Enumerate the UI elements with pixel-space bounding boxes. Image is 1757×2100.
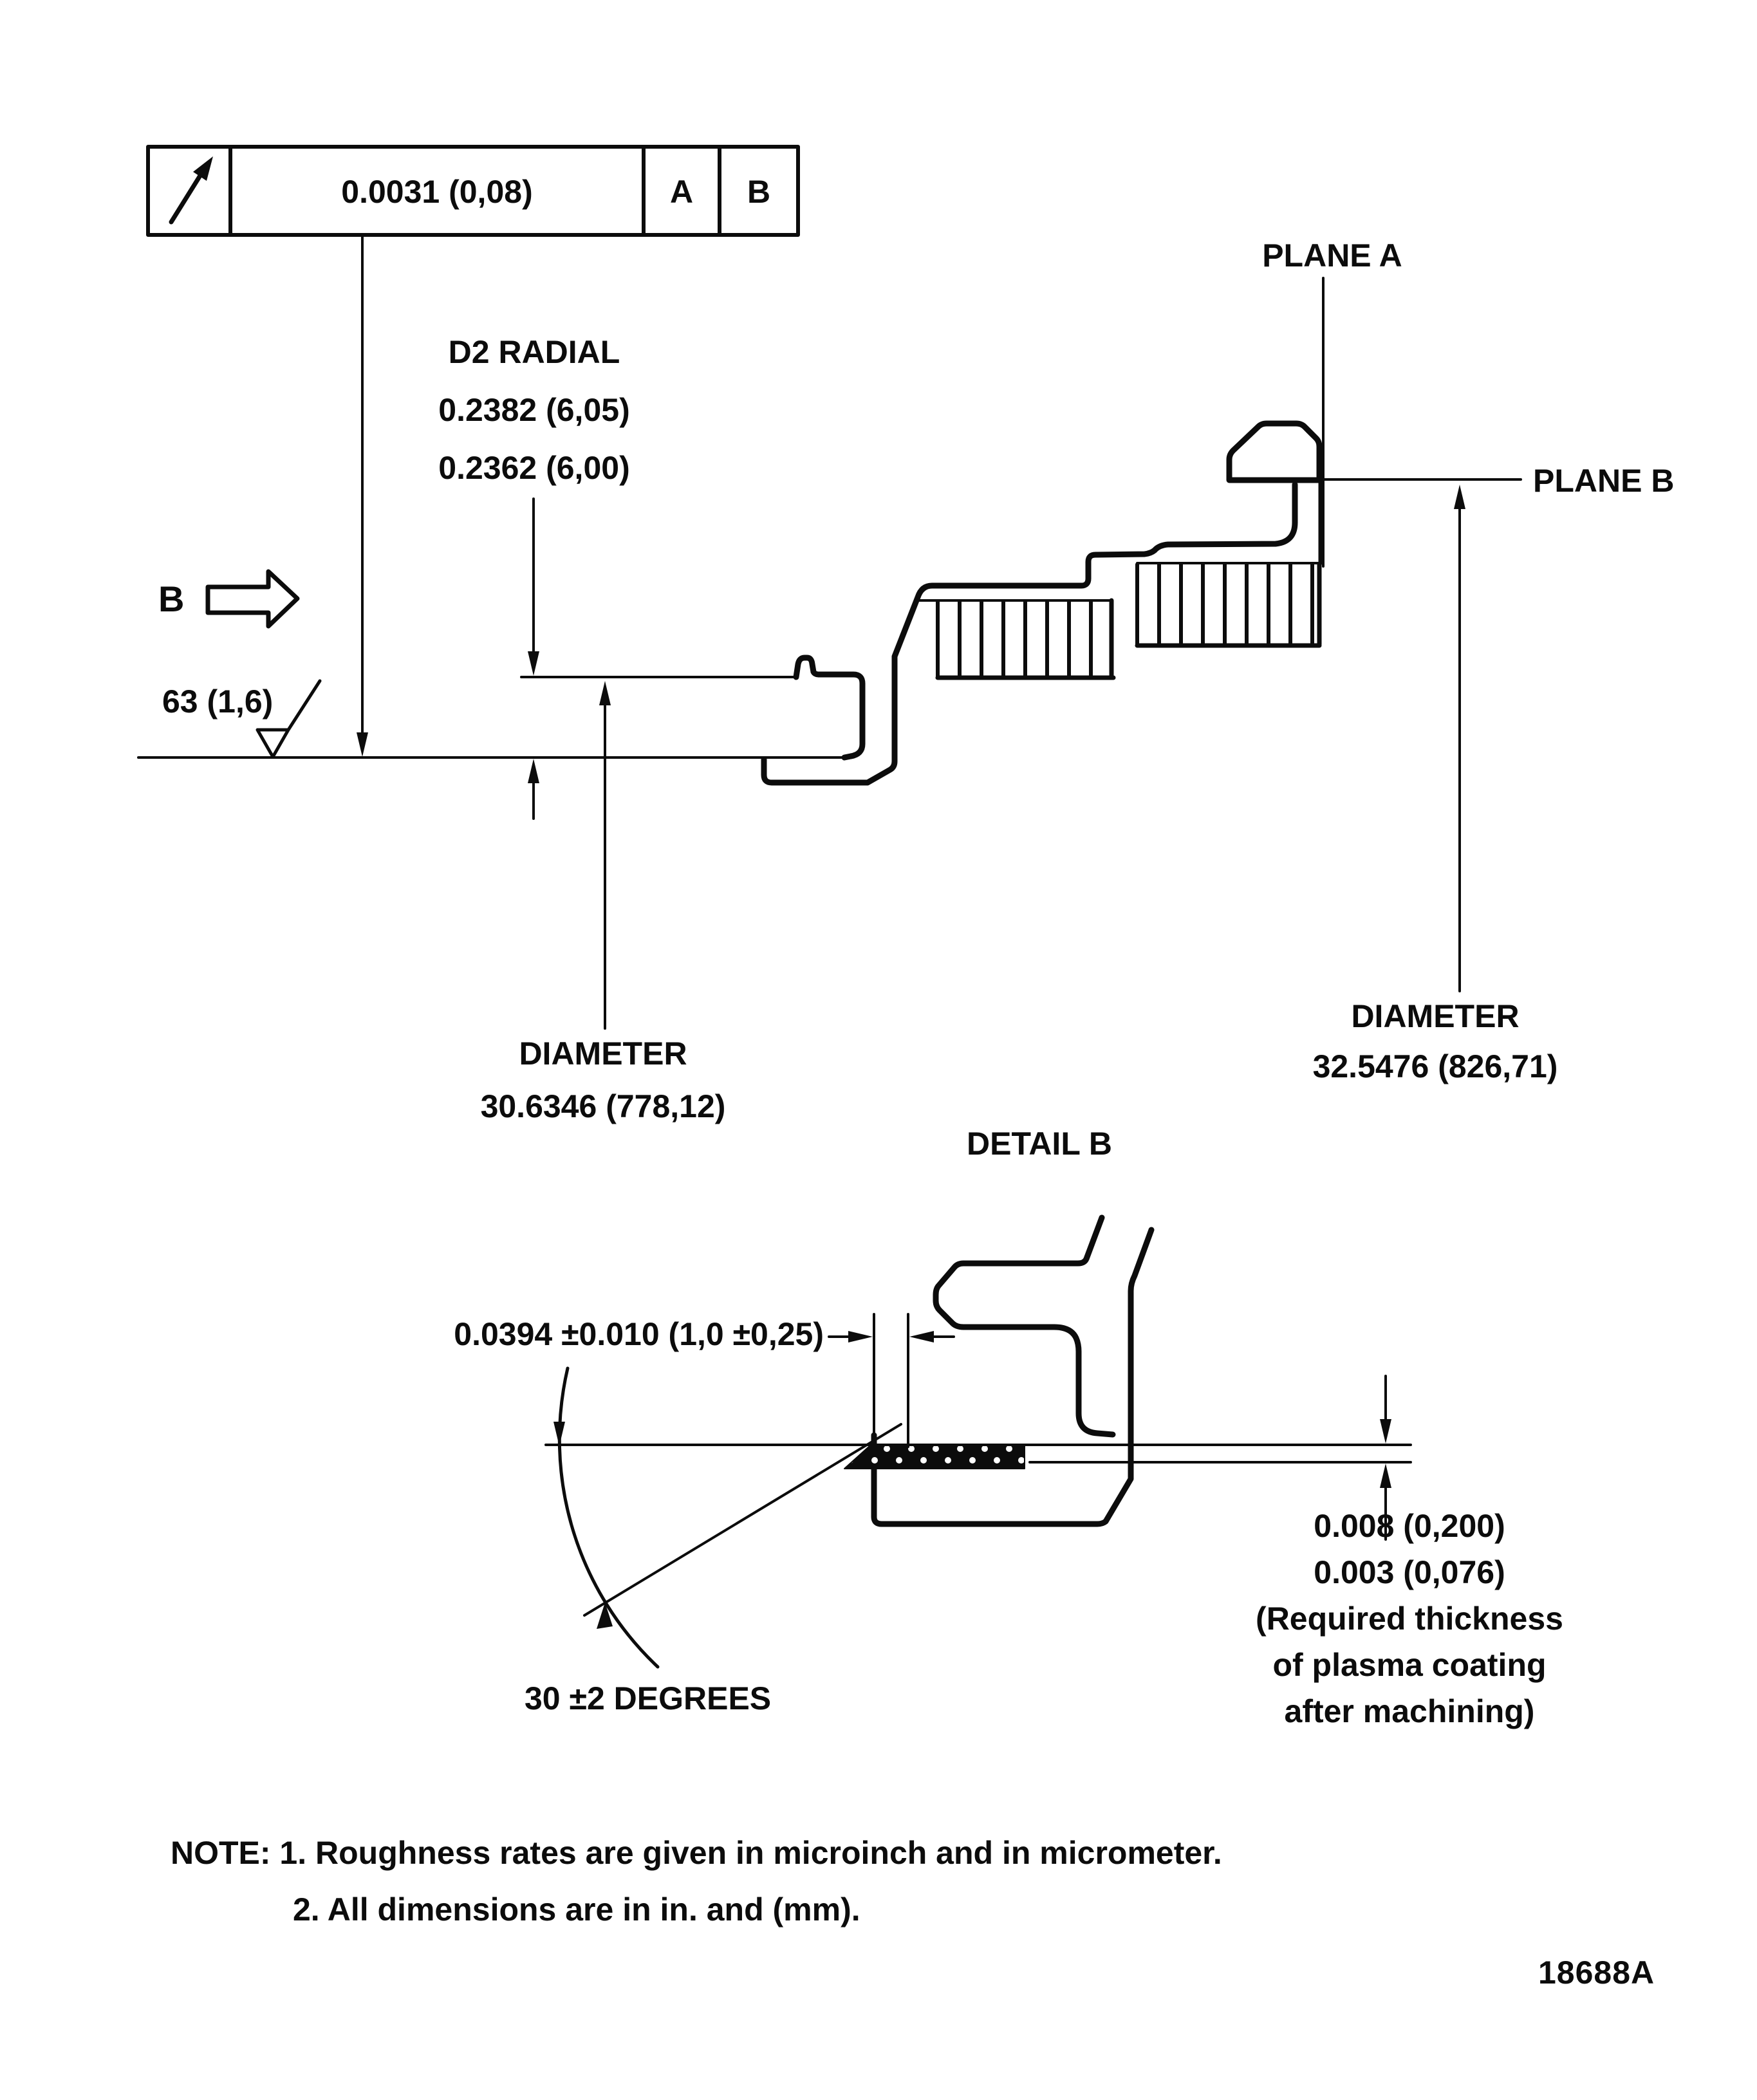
d2-radial-callout: D2 RADIAL 0.2382 (6,05) 0.2362 (6,00) (412, 323, 656, 497)
fcf-datum-a: A (669, 174, 694, 210)
coating-thickness-callout: 0.008 (0,200) 0.003 (0,076) (Required th… (1239, 1503, 1580, 1734)
diameter-outer-leader (1454, 485, 1465, 992)
surface-roughness-icon (256, 679, 322, 759)
fcf-datum-b: B (747, 174, 771, 210)
diameter-inner-value: 30.6346 (778,12) (480, 1088, 726, 1124)
view-b-arrow-icon (205, 569, 300, 629)
main-section-outline (761, 420, 1325, 786)
coating-width-value: 0.0394 ±0.010 (1,0 ±0,25) (454, 1316, 824, 1352)
detail-b-outline (871, 1214, 1155, 1527)
coating-thickness-min: 0.003 (0,076) (1314, 1554, 1505, 1590)
plasma-coating-band-2 (1135, 562, 1323, 648)
coating-thickness-dimension (1380, 1375, 1391, 1541)
d2-radial-lower: 0.2362 (6,00) (438, 450, 630, 486)
diameter-outer-title: DIAMETER (1351, 998, 1520, 1034)
note-line-2: 2. All dimensions are in in. and (mm). (293, 1891, 860, 1928)
diameter-inner-callout: DIAMETER 30.6346 (778,12) (458, 1027, 748, 1133)
d2-radial-title: D2 RADIAL (448, 334, 620, 370)
plasma-coating-band-1 (914, 598, 1116, 680)
datum-extension-lines (137, 676, 850, 759)
coating-width-dimension (828, 1313, 955, 1448)
detail-b-title: DETAIL B (967, 1126, 1112, 1162)
figure-number: 18688A (1538, 1955, 1655, 1991)
plane-b-label: PLANE B (1533, 463, 1675, 499)
coating-thickness-note3: after machining) (1284, 1693, 1535, 1729)
surface-roughness-value: 63 (1,6) (162, 683, 274, 720)
diameter-inner-title: DIAMETER (519, 1036, 687, 1072)
d2-radial-dimension (528, 497, 539, 820)
circular-runout-arrow-icon (169, 156, 213, 225)
coating-thickness-note1: (Required thickness (1256, 1601, 1563, 1637)
coating-thickness-max: 0.008 (0,200) (1314, 1508, 1505, 1544)
diameter-outer-callout: DIAMETER 32.5476 (826,71) (1290, 991, 1580, 1092)
angle-value: 30 ±2 DEGREES (525, 1680, 772, 1716)
view-b-label: B (158, 579, 185, 619)
note-line-1: NOTE: 1. Roughness rates are given in mi… (171, 1835, 1222, 1871)
diameter-inner-leader (599, 681, 611, 1030)
feature-control-frame (146, 145, 800, 757)
diameter-outer-value: 32.5476 (826,71) (1312, 1048, 1558, 1084)
d2-radial-upper: 0.2382 (6,05) (438, 392, 630, 428)
fcf-tolerance: 0.0031 (0,08) (341, 174, 533, 210)
detail-coating-strip (844, 1445, 1025, 1469)
angle-dimension (553, 1366, 902, 1669)
plane-a-label: PLANE A (1262, 237, 1402, 274)
coating-thickness-note2: of plasma coating (1272, 1647, 1547, 1683)
